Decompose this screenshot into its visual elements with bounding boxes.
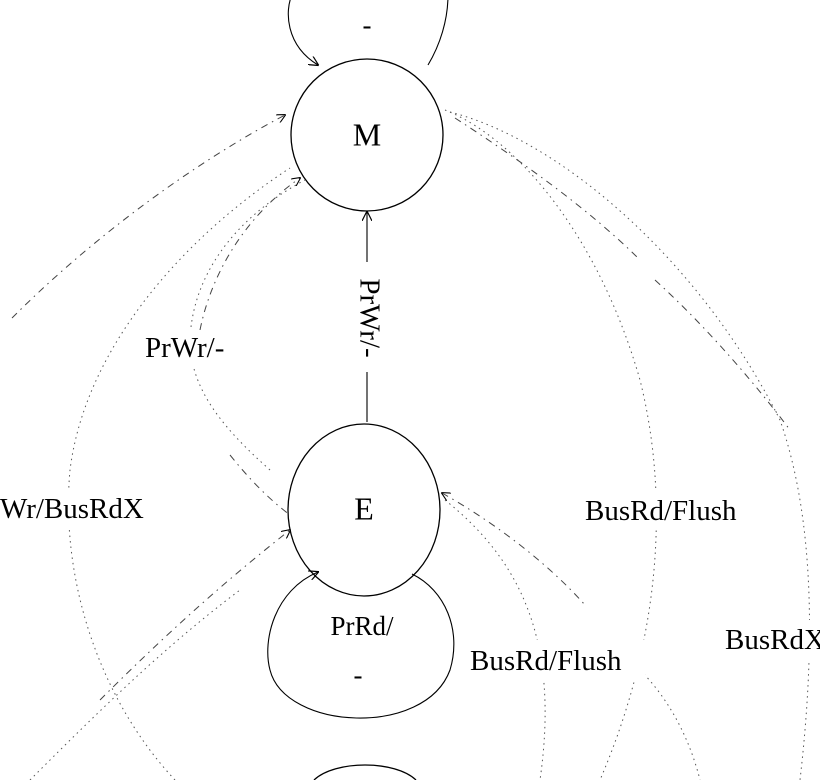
busrdx-right-label-bg (722, 620, 820, 660)
edge-left-inner-arc (189, 179, 306, 471)
edge-e-to-m-label: PrWr/- (353, 278, 385, 357)
edge-bottom-right-curve (639, 669, 701, 780)
edge-left-large-arc (67, 167, 291, 780)
edge-left-bottom-diag (29, 589, 241, 780)
edge-e-right-dashed (442, 493, 586, 606)
edge-m-far-right-dashed (654, 279, 791, 431)
edge-left-prwr-busrdx-label: Wr/BusRdX (0, 493, 144, 525)
state-e (287, 423, 441, 597)
e-loop-label-line1: PrRd/ (330, 611, 394, 641)
e-loop-label-line2: - (354, 660, 363, 690)
top-self-loop (287, 0, 449, 65)
state-bottom-partial (313, 764, 417, 780)
edge-e-right-dotted (444, 499, 546, 780)
left-prwr-label-bg (140, 330, 240, 368)
edge-busrd-flush-bottom-label: BusRd/Flush (470, 645, 622, 677)
edge-busrd-flush-right-label: BusRd/Flush (585, 495, 737, 527)
top-loop-label: - (363, 10, 372, 40)
state-m (290, 58, 444, 212)
edge-left-prwr-to-m (199, 178, 300, 331)
edge-left-to-e (229, 454, 291, 516)
edge-m-far-right-arc (449, 111, 811, 780)
busrd-flush-right-label-bg (580, 490, 760, 530)
edge-m-right-dashed (454, 117, 641, 261)
busrd-flush-bottom-label-bg (465, 640, 645, 680)
e-self-loop (267, 572, 455, 719)
edge-e-to-m-label-bg (350, 262, 384, 372)
left-busrdx-label-bg (0, 488, 160, 528)
state-m-label: M (353, 116, 381, 152)
edge-e-lower-left (99, 530, 290, 701)
edge-busrdx-right-label: BusRdX (725, 624, 820, 656)
state-e-label: E (354, 490, 374, 526)
edge-left-prwr-label: PrWr/- (145, 332, 224, 364)
edge-left-far-to-m (11, 115, 285, 319)
